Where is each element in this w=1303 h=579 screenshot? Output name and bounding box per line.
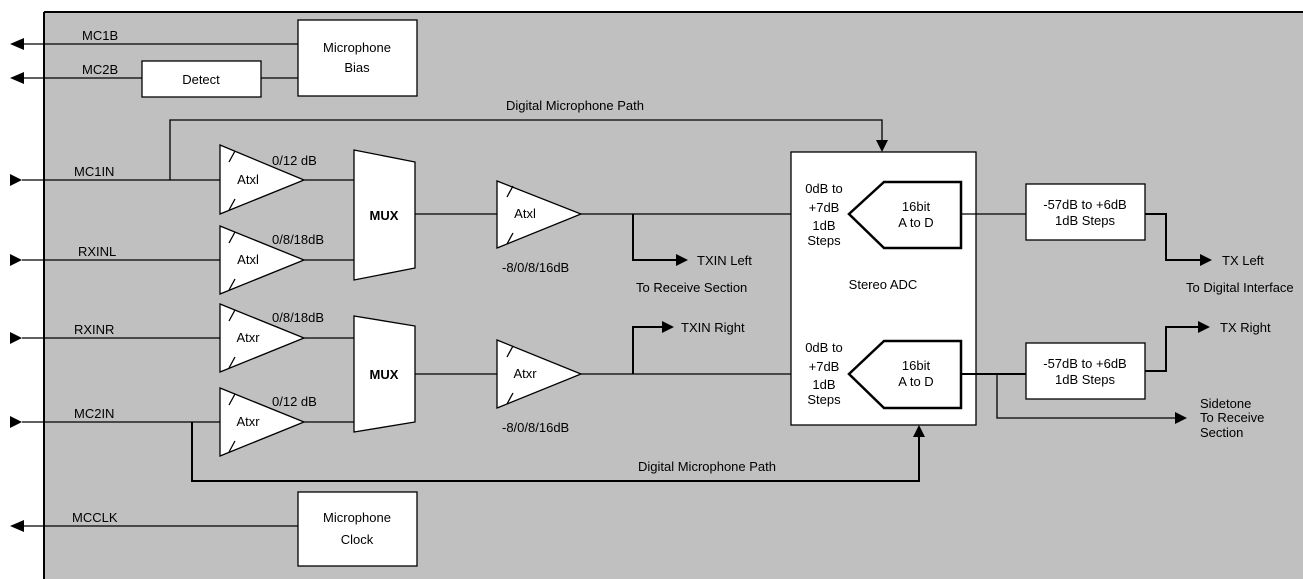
adc-left-gain-3: 1dB xyxy=(812,218,835,233)
sidetone-tap xyxy=(996,374,1187,424)
digital-path-top-arrow-icon xyxy=(876,140,888,152)
amp-rxinr xyxy=(219,303,306,373)
gain-post-mux-right: -8/0/8/16dB xyxy=(502,420,569,435)
rxinl-label: RXINL xyxy=(78,244,116,259)
tx-right-label: TX Right xyxy=(1220,320,1271,335)
amp-rxinl-label: Atxl xyxy=(237,252,259,267)
stereo-adc-label: Stereo ADC xyxy=(849,277,918,292)
txin-left-arrow-icon xyxy=(676,254,688,266)
gain-mc2in: 0/12 dB xyxy=(272,394,317,409)
amp-mc1in xyxy=(219,144,306,215)
adc-left-gain-1: 0dB to xyxy=(805,181,843,196)
adc-right-gain-1: 0dB to xyxy=(805,340,843,355)
mc1in-input-arrow-icon xyxy=(10,174,22,186)
digital-gain-left-2: 1dB Steps xyxy=(1055,213,1115,228)
digital-mic-path-bottom-label: Digital Microphone Path xyxy=(638,459,776,474)
tx-left-label: TX Left xyxy=(1222,253,1264,268)
mc2b-label: MC2B xyxy=(82,62,118,77)
tx-left-arrow-icon xyxy=(1200,254,1212,266)
adc-right-gain-2: +7dB xyxy=(809,359,840,374)
mux-right-label: MUX xyxy=(370,367,399,382)
mc1in-label: MC1IN xyxy=(74,164,114,179)
adc-left-gain-2: +7dB xyxy=(809,200,840,215)
tx-right-arrow-icon xyxy=(1198,321,1210,333)
adc-right-conv-2: A to D xyxy=(898,374,933,389)
amp-post-mux-right xyxy=(496,339,583,409)
microphone-clock-block xyxy=(297,491,418,567)
to-digital-interface-label: To Digital Interface xyxy=(1186,280,1294,295)
mc2in-line xyxy=(10,416,220,428)
amp-post-mux-left xyxy=(496,180,583,249)
amp-rxinr-label: Atxr xyxy=(236,330,260,345)
rxinr-input-arrow-icon xyxy=(10,332,22,344)
rxinl-line xyxy=(10,254,220,266)
mcclk-arrow-icon xyxy=(10,520,24,532)
sidetone-arrow-icon xyxy=(1175,412,1187,424)
digital-gain-right-block xyxy=(1025,342,1146,400)
digital-gain-right-2: 1dB Steps xyxy=(1055,372,1115,387)
txin-right-arrow-icon xyxy=(662,321,674,333)
mc2in-input-arrow-icon xyxy=(10,416,22,428)
mcclk-label: MCCLK xyxy=(72,510,118,525)
mc2b-line xyxy=(10,72,298,84)
amp-post-mux-right-label: Atxr xyxy=(513,366,537,381)
txin-right-tap xyxy=(632,321,674,374)
digital-mic-path-top xyxy=(169,119,888,180)
background-panel xyxy=(44,12,1303,579)
gain-rxinl: 0/8/18dB xyxy=(272,232,324,247)
amp-rxinl xyxy=(219,225,306,295)
mc2b-arrow-icon xyxy=(10,72,24,84)
digital-mic-path-top-label: Digital Microphone Path xyxy=(506,98,644,113)
tx-right-output xyxy=(1145,321,1210,372)
digital-gain-left-1: -57dB to +6dB xyxy=(1043,197,1126,212)
mc1in-line xyxy=(10,174,220,186)
adc-right-gain-4: Steps xyxy=(807,392,841,407)
mc2in-label: MC2IN xyxy=(74,406,114,421)
adc-left-conv-1: 16bit xyxy=(902,199,931,214)
gain-rxinr: 0/8/18dB xyxy=(272,310,324,325)
txin-right-label: TXIN Right xyxy=(681,320,745,335)
sidetone-label-2: To Receive xyxy=(1200,410,1264,425)
rxinr-label: RXINR xyxy=(74,322,114,337)
mc1b-arrow-icon xyxy=(10,38,24,50)
adc-converter-left xyxy=(847,180,963,250)
detect-label: Detect xyxy=(182,72,220,87)
tx-left-output xyxy=(1145,213,1212,266)
digital-gain-left-block xyxy=(1025,183,1146,241)
to-receive-label: To Receive Section xyxy=(636,280,747,295)
microphone-bias-block xyxy=(297,19,418,97)
adc-left-conv-2: A to D xyxy=(898,215,933,230)
rxinr-line xyxy=(10,332,220,344)
amp-mc2in xyxy=(219,387,306,457)
adc-left-gain-4: Steps xyxy=(807,233,841,248)
microphone-clock-label-1: Microphone xyxy=(323,510,391,525)
digital-mic-path-bottom xyxy=(191,422,925,482)
sidetone-label-1: Sidetone xyxy=(1200,396,1251,411)
adc-right-gain-3: 1dB xyxy=(812,377,835,392)
detect-block xyxy=(141,60,262,98)
mux-left-label: MUX xyxy=(370,208,399,223)
txin-left-tap xyxy=(632,214,688,266)
mux-left xyxy=(353,149,416,281)
amp-post-mux-left-label: Atxl xyxy=(514,206,536,221)
adc-right-conv-1: 16bit xyxy=(902,358,931,373)
mc1b-label: MC1B xyxy=(82,28,118,43)
digital-path-bottom-arrow-icon xyxy=(913,425,925,437)
amp-mc1in-label: Atxl xyxy=(237,172,259,187)
gain-post-mux-left: -8/0/8/16dB xyxy=(502,260,569,275)
microphone-bias-label-2: Bias xyxy=(344,60,370,75)
mc1b-line xyxy=(10,38,298,50)
mcclk-line xyxy=(10,520,298,532)
microphone-clock-label-2: Clock xyxy=(341,532,374,547)
mux-right xyxy=(353,315,416,433)
microphone-bias-label-1: Microphone xyxy=(323,40,391,55)
digital-gain-right-1: -57dB to +6dB xyxy=(1043,356,1126,371)
sidetone-label-3: Section xyxy=(1200,425,1243,440)
amp-mc2in-label: Atxr xyxy=(236,414,260,429)
txin-left-label: TXIN Left xyxy=(697,253,752,268)
rxinl-input-arrow-icon xyxy=(10,254,22,266)
gain-mc1in: 0/12 dB xyxy=(272,153,317,168)
